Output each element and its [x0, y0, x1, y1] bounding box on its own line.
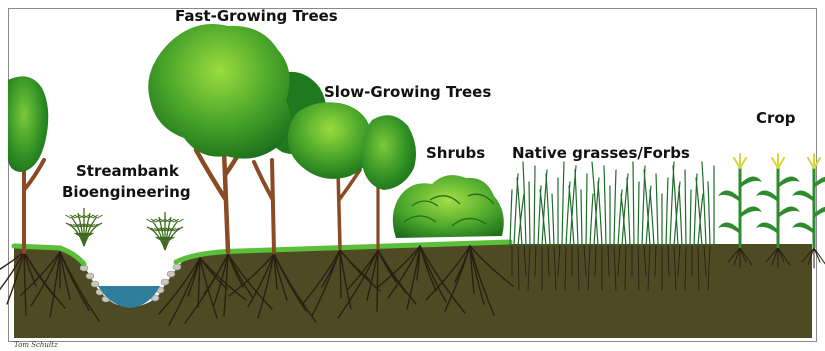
slow-growing-tree-canopy	[288, 102, 372, 179]
label-crop: Crop	[756, 109, 795, 128]
slow-growing-tree-canopy-small	[362, 115, 416, 190]
label-fast-growing-trees: Fast-Growing Trees	[175, 7, 338, 26]
image-credit: Tom Schultz	[14, 341, 58, 349]
native-grass-stand	[510, 162, 714, 246]
label-native-grasses: Native grasses/Forbs	[512, 144, 690, 163]
streambank-plants	[66, 208, 184, 250]
label-bioengineering: Bioengineering	[62, 183, 191, 202]
shrub-cluster	[393, 175, 504, 238]
label-slow-growing-trees: Slow-Growing Trees	[324, 83, 491, 102]
label-streambank: Streambank	[76, 162, 179, 181]
corn-crop-rows	[718, 154, 825, 248]
fast-growing-tree-canopy	[148, 24, 290, 159]
label-shrubs: Shrubs	[426, 144, 485, 163]
left-tree-canopy	[8, 76, 48, 172]
